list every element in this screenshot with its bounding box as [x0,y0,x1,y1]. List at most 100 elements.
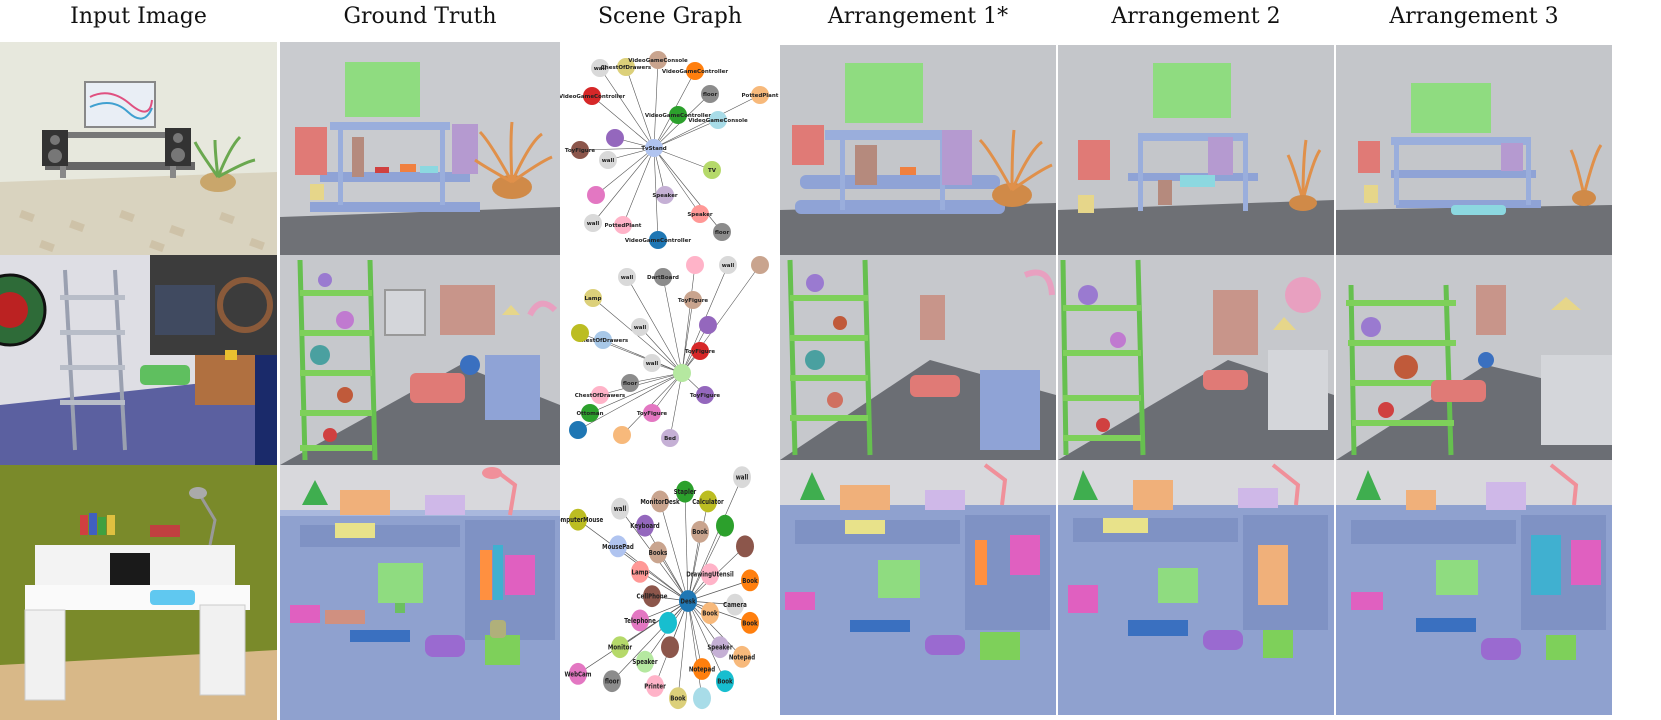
graph-node [733,645,751,668]
graph-node [693,658,711,680]
graph-node [711,636,729,659]
graph-node [618,268,636,286]
graph-node-label: Printer [644,683,666,691]
graph-node [591,59,609,77]
graph-node [703,161,721,179]
graph-edge [653,59,659,149]
arrangement-2-tv-room [1058,45,1334,255]
graph-node-label: VideoGameController [560,94,625,100]
graph-node-label: wall [634,325,647,331]
graph-node-label: MonitorDesk [640,498,680,506]
graph-node [691,205,709,223]
arrangement-3-tv-room [1336,45,1612,255]
graph-node-label: Stapler [674,489,697,497]
graph-node [716,514,734,537]
graph-node [617,58,635,76]
graph-node [661,636,679,659]
graph-node [726,593,744,616]
graph-node-label: Calculator [692,498,723,506]
graph-node-label: wall [722,263,735,269]
graph-node [686,62,704,80]
graph-edge [595,147,655,196]
graph-node [686,256,704,274]
graph-node-label: wall [646,361,659,367]
input-image-toy-room [0,255,277,465]
graph-node [736,535,754,558]
graph-node [591,386,609,404]
graph-node [603,670,621,693]
graph-node [587,186,605,204]
graph-node-label: Notepad [729,654,755,662]
graph-node [713,223,731,241]
graph-node [643,354,661,372]
graph-node-label: VideoGameConsole [628,58,688,64]
graph-node-label: ToyFigure [685,349,716,355]
graph-node-label: Telephone [624,617,656,625]
graph-node-label: Speaker [632,659,657,667]
graph-node [709,111,727,129]
arrangement-2-office-desk [1058,460,1334,715]
graph-node-label: ToyFigure [565,148,596,154]
graph-edge [687,600,703,699]
graph-node-label: Book [742,577,758,585]
graph-node [643,585,661,608]
column-title-ground-truth: Ground Truth [343,4,497,29]
column-title-scene-graph: Scene Graph [597,4,743,29]
graph-node [654,268,672,286]
graph-node [571,324,589,342]
graph-node-label: ChestOfDrawers [601,65,652,71]
graph-node [691,342,709,360]
graph-edge [599,67,655,149]
ground-truth-tv-room [280,42,560,255]
graph-node [699,316,717,334]
graph-node-label: DrawingUtensil [686,571,734,579]
ground-truth-office-desk [280,465,560,720]
graph-node [649,541,667,564]
graph-node-label: VideoGameConsole [688,118,748,124]
arrangement-1-toy-room [780,255,1056,460]
graph-edge [687,600,743,658]
graph-node [696,386,714,404]
graph-node [716,670,734,693]
graph-node-label: DartBoard [647,275,679,281]
column-title-arrangement-1: Arrangement 1* [827,4,1009,29]
graph-node-label: PottedPlant [742,93,779,99]
graph-node [569,662,587,685]
graph-node [661,429,679,447]
graph-node [673,364,691,382]
arrangement-1-tv-room [780,45,1056,255]
graph-node [733,466,751,489]
graph-edge [644,525,689,602]
graph-edge [622,147,655,226]
graph-edge [687,600,751,624]
graph-node [571,141,589,159]
graph-node-label: Lamp [585,296,602,302]
column-title-input-image: Input Image [70,4,207,29]
graph-node-label: ToyFigure [637,411,668,417]
graph-edge [577,372,683,431]
graph-node-label: floor [703,92,718,98]
graph-node [649,51,667,69]
graph-node [651,490,669,513]
graph-node-label: VideoGameController [645,113,712,119]
graph-edge [617,546,689,602]
graph-node [701,563,719,586]
graph-node [646,675,664,697]
graph-node [684,291,702,309]
graph-edge [611,600,689,682]
graph-node-label: Desk [680,598,696,606]
column-title-arrangement-3: Arrangement 3 [1389,4,1559,29]
graph-node-label: Monitor [608,644,632,652]
graph-node-label: MousePad [602,543,634,551]
graph-node [701,85,719,103]
graph-node [701,602,719,625]
graph-edge [602,339,683,374]
graph-node-label: floor [605,678,619,686]
graph-edge [653,147,713,171]
graph-node-label: ToyFigure [690,393,721,399]
graph-node-label: Keyboard [630,523,660,531]
graph-node-label: CellPhone [637,593,668,601]
graph-edge [684,491,689,602]
graph-node [693,687,711,710]
graph-node-label: Ottoman [576,411,603,417]
